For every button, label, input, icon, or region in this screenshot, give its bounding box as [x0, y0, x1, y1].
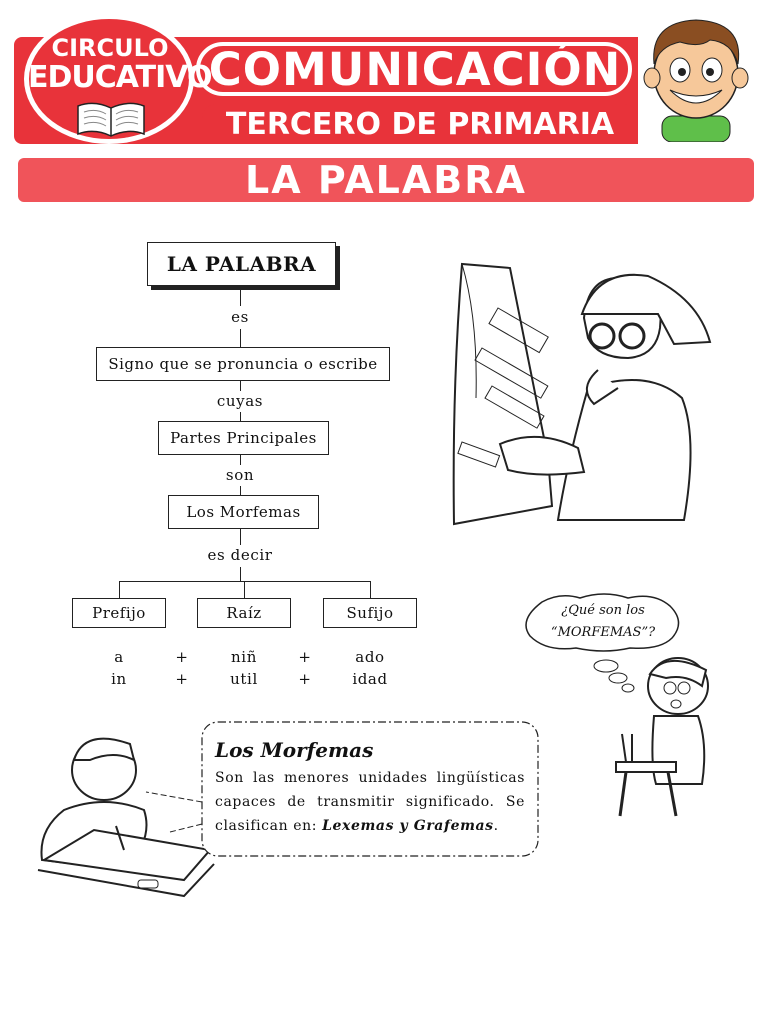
diagram-root: LA PALABRA [147, 242, 336, 286]
definition-text: Son las menores unidades lingüísticas ca… [215, 766, 525, 838]
subject-pill [196, 42, 632, 96]
logo-line1: CIRCULO [51, 34, 169, 62]
connector-son: son [225, 466, 255, 484]
definition-title: Los Morfemas [215, 738, 374, 762]
connector-cuyas: cuyas [216, 392, 264, 410]
subject-title: COMUNICACIÓN [208, 43, 622, 96]
example-suffix: idad [352, 670, 388, 688]
leaf-sufijo: Sufijo [323, 598, 417, 628]
node-partes: Partes Principales [158, 421, 329, 455]
bubble-line2: “MORFEMAS”? [550, 625, 656, 640]
example-root: util [230, 670, 258, 688]
node-signo: Signo que se pronuncia o escribe [96, 347, 390, 381]
page-title: LA PALABRA [245, 158, 527, 202]
definition-body: Son las menores unidades lingüísticas ca… [215, 770, 525, 834]
logo-line2: EDUCATIVO [28, 60, 212, 95]
plus-sign: + [298, 670, 312, 688]
definition-emphasis: Lexemas y Grafemas [322, 818, 494, 834]
grade-pill [202, 104, 638, 144]
bubble-question: ¿Qué son los “MORFEMAS”? [528, 600, 678, 644]
grade-title: TERCERO DE PRIMARIA [225, 107, 615, 142]
example-prefix: a [114, 648, 124, 666]
node-morfemas: Los Morfemas [168, 495, 319, 529]
plus-sign: + [298, 648, 312, 666]
example-root: niñ [231, 648, 257, 666]
leaf-raiz: Raíz [197, 598, 291, 628]
student-presenting-icon [452, 262, 712, 526]
thought-bubble [525, 593, 680, 693]
leaf-prefijo: Prefijo [72, 598, 166, 628]
example-prefix: in [111, 670, 127, 688]
book-icon [77, 102, 145, 137]
connector-es-decir: es decir [207, 546, 273, 564]
definition-frame [145, 721, 539, 857]
example-suffix: ado [355, 648, 385, 666]
plus-sign: + [175, 670, 189, 688]
thinking-student-icon [615, 657, 709, 817]
plus-sign: + [175, 648, 189, 666]
bubble-line1: ¿Qué son los [561, 603, 645, 618]
connector-es: es [231, 308, 249, 326]
title-banner [18, 158, 754, 202]
boy-mascot-icon [643, 19, 749, 142]
writing-student-icon [37, 737, 215, 898]
definition-end: . [493, 818, 499, 834]
